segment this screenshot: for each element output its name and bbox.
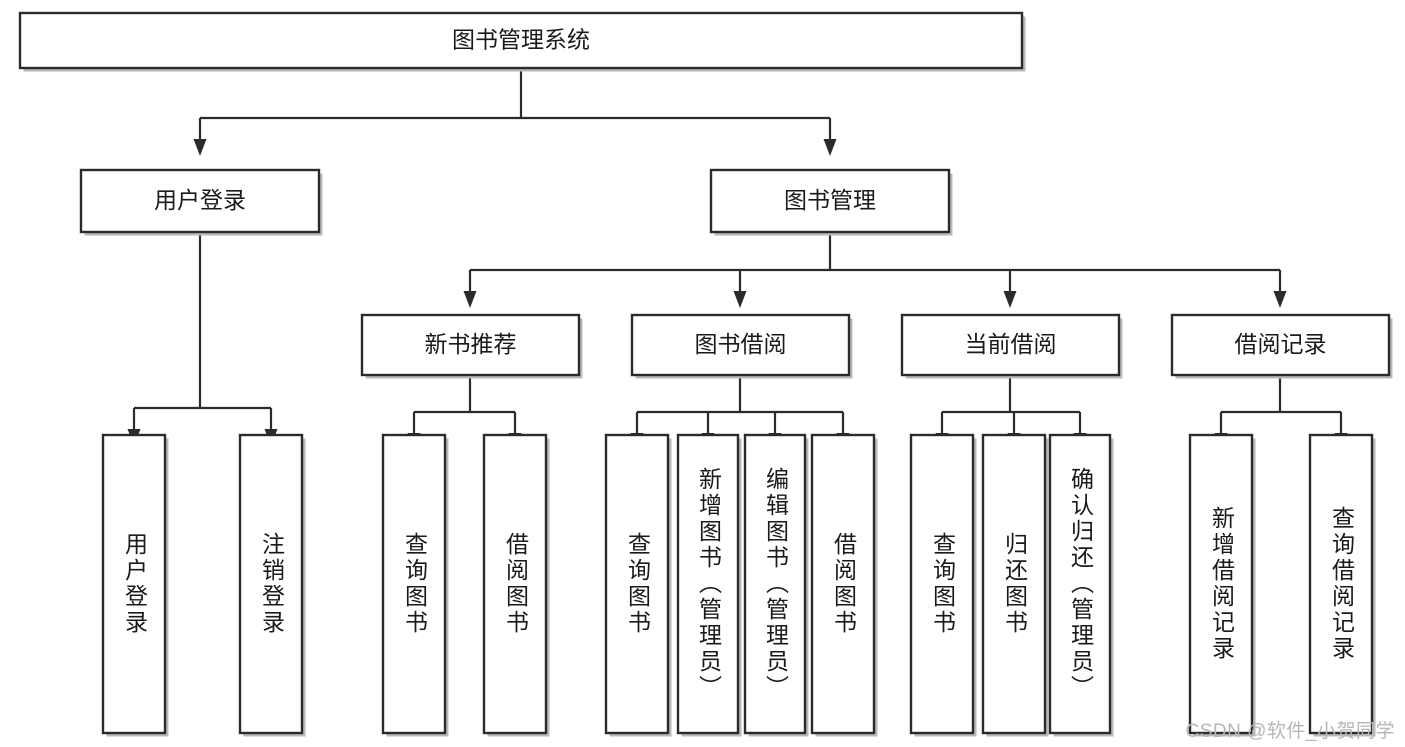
connector-root-children [193, 68, 837, 156]
node-box[interactable] [482, 433, 548, 735]
node-label: 图书管理 [784, 187, 876, 213]
node-label-wrap: 借阅图书 [830, 532, 857, 636]
node-label: 注销登录 [258, 532, 285, 636]
node-label: 借阅图书 [502, 532, 529, 636]
node-box[interactable] [381, 433, 447, 735]
arrow-head-icon [823, 139, 837, 156]
node-root[interactable]: 图书管理系统 [18, 11, 1026, 72]
node-label: 用户登录 [154, 187, 246, 213]
node-label-wrap: 用户登录 [121, 532, 148, 636]
arrow-head-icon [463, 291, 477, 308]
node-box[interactable] [810, 433, 876, 735]
node-box[interactable] [676, 433, 740, 735]
node-label: 新书推荐 [425, 331, 517, 357]
node-box[interactable] [360, 313, 581, 377]
node-label-wrap: 查询图书 [929, 532, 956, 636]
node-label-wrap: 确认归还（管理员） [1067, 467, 1094, 701]
arrow-head-icon [1003, 291, 1017, 308]
node-book-management[interactable]: 图书管理 [709, 168, 953, 236]
node-label-wrap: 归还图书 [1001, 532, 1028, 636]
node-label-wrap: 新增图书（管理员） [695, 467, 722, 701]
node-new-book-recommend[interactable]: 新书推荐 [360, 313, 583, 379]
node-label-wrap: 查询图书 [624, 532, 651, 636]
node-label: 用户登录 [121, 532, 148, 636]
node-box[interactable] [18, 11, 1024, 70]
connector-user-login-children [127, 232, 278, 446]
arrow-head-icon [1273, 291, 1287, 308]
node-box[interactable] [1048, 433, 1112, 735]
node-label: 图书管理系统 [452, 27, 590, 53]
node-label: 借阅图书 [830, 532, 857, 636]
node-label-wrap: 查询借阅记录 [1328, 506, 1355, 662]
node-label: 编辑图书（管理员） [762, 467, 789, 701]
node-current-borrow[interactable]: 当前借阅 [900, 313, 1123, 379]
node-box[interactable] [101, 433, 167, 735]
node-label: 查询借阅记录 [1328, 506, 1355, 662]
node-layer: 图书管理系统用户登录图书管理新书推荐图书借阅当前借阅借阅记录用户登录注销登录查询… [18, 11, 1393, 737]
arrow-head-icon [193, 139, 207, 156]
node-add-borrow-record[interactable]: 新增借阅记录 [1188, 433, 1256, 737]
node-label-wrap: 注销登录 [258, 532, 285, 636]
node-box[interactable] [743, 433, 807, 735]
node-add-book-admin[interactable]: 新增图书（管理员） [676, 433, 742, 737]
node-query-book-1[interactable]: 查询图书 [381, 433, 449, 737]
node-label: 借阅记录 [1235, 331, 1327, 357]
node-box[interactable] [1308, 433, 1374, 735]
node-book-borrow[interactable]: 图书借阅 [630, 313, 853, 379]
node-label: 新增借阅记录 [1208, 506, 1235, 662]
node-label: 查询图书 [929, 532, 956, 636]
node-label: 查询图书 [624, 532, 651, 636]
node-label-wrap: 编辑图书（管理员） [762, 467, 789, 701]
node-box[interactable] [900, 313, 1121, 377]
node-box[interactable] [1170, 313, 1391, 377]
node-edit-book-admin[interactable]: 编辑图书（管理员） [743, 433, 809, 737]
node-box[interactable] [630, 313, 851, 377]
node-label-wrap: 新增借阅记录 [1208, 506, 1235, 662]
node-box[interactable] [79, 168, 321, 234]
node-box[interactable] [709, 168, 951, 234]
node-label: 查询图书 [401, 532, 428, 636]
arrow-head-icon [733, 291, 747, 308]
node-box[interactable] [238, 433, 304, 735]
node-box[interactable] [981, 433, 1047, 735]
node-label-wrap: 查询图书 [401, 532, 428, 636]
node-label: 图书借阅 [695, 331, 787, 357]
node-borrow-record[interactable]: 借阅记录 [1170, 313, 1393, 379]
node-borrow-book-1[interactable]: 借阅图书 [482, 433, 550, 737]
node-box[interactable] [604, 433, 670, 735]
node-query-book-2[interactable]: 查询图书 [604, 433, 672, 737]
node-user-login[interactable]: 用户登录 [79, 168, 323, 236]
node-label: 当前借阅 [965, 331, 1057, 357]
node-label: 新增图书（管理员） [695, 467, 722, 701]
connector-book-management-children [463, 232, 1287, 308]
node-box[interactable] [1188, 433, 1254, 735]
node-logout-user[interactable]: 注销登录 [238, 433, 306, 737]
node-query-book-3[interactable]: 查询图书 [909, 433, 977, 737]
node-query-borrow-record[interactable]: 查询借阅记录 [1308, 433, 1376, 737]
node-borrow-book-2[interactable]: 借阅图书 [810, 433, 878, 737]
node-label-wrap: 借阅图书 [502, 532, 529, 636]
node-return-book[interactable]: 归还图书 [981, 433, 1049, 737]
node-label: 归还图书 [1001, 532, 1028, 636]
node-login-user[interactable]: 用户登录 [101, 433, 169, 737]
node-label: 确认归还（管理员） [1067, 467, 1094, 701]
edge-layer [127, 68, 1348, 450]
node-box[interactable] [909, 433, 975, 735]
node-confirm-return-admin[interactable]: 确认归还（管理员） [1048, 433, 1114, 737]
